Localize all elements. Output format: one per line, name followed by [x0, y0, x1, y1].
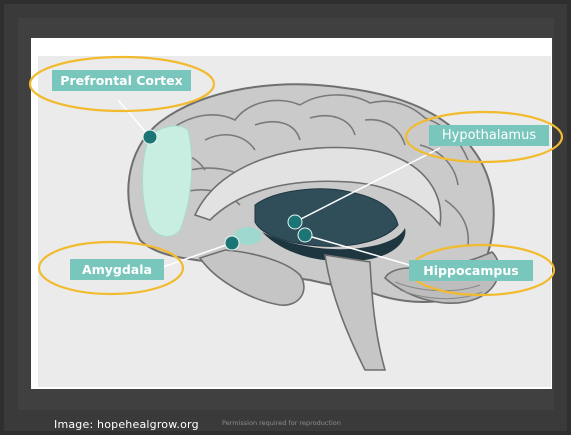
- image-credit: Image: hopehealgrow.org: [54, 418, 199, 431]
- hypothalamus-marker: [288, 215, 302, 229]
- label-prefrontal-cortex: Prefrontal Cortex: [52, 70, 191, 91]
- prefrontal-marker: [143, 130, 157, 144]
- hippocampus-marker: [298, 228, 312, 242]
- label-hypothalamus: Hypothalamus: [429, 125, 549, 146]
- permission-notice: Permission required for reproduction: [222, 419, 341, 427]
- label-hippocampus: Hippocampus: [409, 260, 533, 281]
- label-amygdala: Amygdala: [70, 259, 164, 280]
- amygdala-marker: [225, 236, 239, 250]
